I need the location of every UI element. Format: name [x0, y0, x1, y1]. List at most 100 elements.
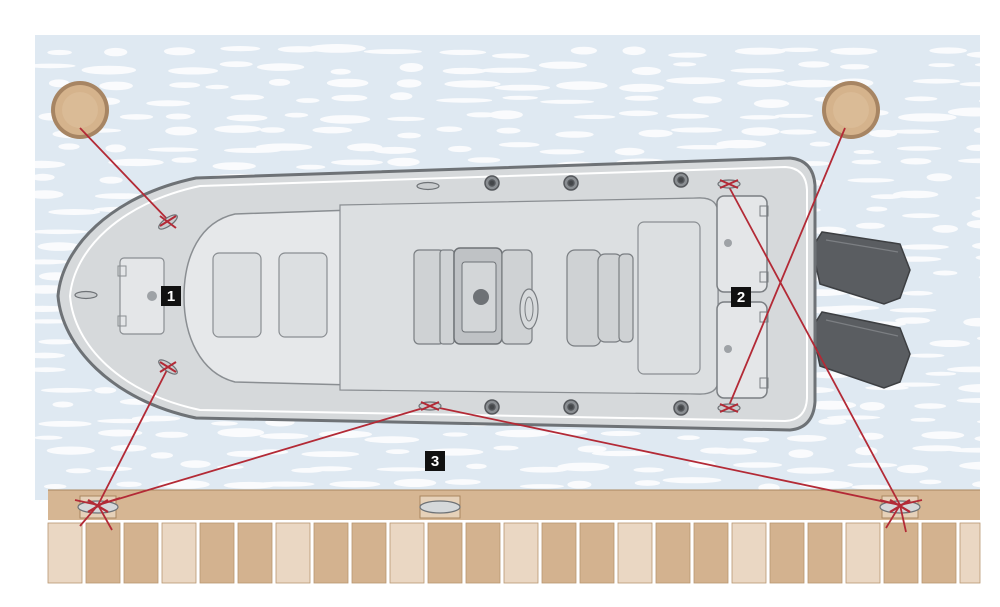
water-ripple — [436, 98, 493, 103]
water-ripple — [996, 307, 1000, 314]
water-ripple — [974, 62, 1000, 67]
water-ripple — [538, 61, 588, 69]
water-ripple — [540, 99, 595, 104]
water-ripple — [448, 145, 472, 153]
water-ripple — [739, 115, 780, 120]
dock-plank — [541, 522, 577, 584]
water-ripple — [978, 274, 1000, 281]
water-ripple — [171, 157, 197, 163]
dock-plank — [845, 522, 881, 584]
water-ripple — [947, 107, 1000, 117]
water-ripple — [94, 387, 117, 394]
water-ripple — [329, 481, 381, 488]
water-ripple — [81, 65, 136, 75]
water-ripple — [898, 113, 957, 122]
water-ripple — [899, 244, 949, 250]
water-ripple — [619, 83, 665, 92]
cleat-icon — [158, 359, 178, 375]
water-ripple — [308, 44, 366, 53]
water-ripple — [387, 116, 425, 122]
water-ripple — [818, 418, 847, 425]
water-ripple — [493, 445, 519, 451]
water-ripple — [393, 478, 437, 487]
water-ripple — [851, 159, 882, 165]
water-ripple — [737, 79, 788, 88]
water-ripple — [811, 226, 847, 235]
water-ripple — [932, 225, 958, 233]
water-ripple — [37, 242, 81, 251]
water-ripple — [326, 78, 369, 88]
water-ripple — [600, 430, 641, 437]
water-ripple — [364, 436, 420, 444]
water-ripple — [957, 158, 1000, 164]
water-ripple — [622, 46, 646, 56]
water-ripple — [110, 444, 147, 452]
water-ripple — [910, 417, 936, 422]
water-ripple — [47, 49, 72, 56]
water-ripple — [902, 290, 933, 296]
water-ripple — [48, 209, 101, 215]
water-ripple — [519, 466, 568, 473]
water-ripple — [539, 149, 585, 155]
dock-plank — [807, 522, 843, 584]
dock-planks — [47, 522, 981, 584]
water-ripple — [330, 68, 351, 75]
water-ripple — [826, 305, 880, 311]
water-ripple — [489, 110, 523, 120]
water-ripple — [519, 484, 565, 489]
water-ripple — [108, 158, 164, 167]
cleat-icon — [158, 214, 178, 230]
dock-plank — [503, 522, 539, 584]
water-ripple — [958, 384, 1000, 393]
water-ripple — [889, 129, 940, 134]
water-ripple — [466, 112, 497, 118]
water-ripple — [30, 173, 55, 181]
water-ripple — [847, 178, 895, 183]
water-ripple — [734, 47, 786, 55]
water-ripple — [966, 144, 990, 151]
water-ripple — [99, 81, 133, 91]
water-ripple — [889, 307, 937, 313]
water-ripple — [981, 349, 1000, 356]
water-ripple — [260, 127, 285, 133]
water-ripple — [886, 382, 941, 387]
dock-plank — [47, 522, 83, 584]
water-ripple — [165, 113, 191, 120]
water-ripple — [320, 115, 371, 124]
dock-plank — [313, 522, 349, 584]
water-ripple — [219, 61, 253, 68]
water-ripple — [491, 53, 530, 59]
water-ripple — [715, 448, 758, 455]
water-ripple — [230, 94, 265, 101]
water-ripple — [58, 143, 80, 150]
water-ripple — [972, 241, 1000, 251]
mooring-lines — [74, 127, 923, 533]
dock-plank — [237, 522, 273, 584]
water-ripple — [496, 127, 521, 134]
water-ripple — [385, 449, 410, 454]
water-ripple — [921, 431, 965, 440]
water-ripple — [442, 67, 486, 75]
water-ripple — [467, 157, 501, 163]
water-ripple — [169, 82, 201, 88]
water-ripple — [904, 96, 938, 102]
water-ripple — [786, 435, 827, 442]
water-ripple — [268, 78, 291, 86]
water-ripple — [41, 387, 92, 393]
water-ripple — [399, 63, 424, 72]
water-ripple — [830, 47, 878, 55]
water-ripple — [730, 68, 785, 73]
water-ripple — [859, 402, 885, 411]
water-ripple — [301, 451, 360, 458]
water-ripple — [38, 339, 75, 345]
water-ripple — [494, 84, 550, 91]
water-ripple — [259, 433, 309, 440]
water-ripple — [26, 367, 66, 373]
water-ripple — [150, 452, 173, 459]
water-ripple — [567, 480, 592, 489]
water-ripple — [99, 176, 123, 184]
water-ripple — [65, 468, 91, 474]
water-ripple — [779, 129, 817, 135]
cleat-icon — [74, 181, 440, 300]
dock-plank — [465, 522, 501, 584]
